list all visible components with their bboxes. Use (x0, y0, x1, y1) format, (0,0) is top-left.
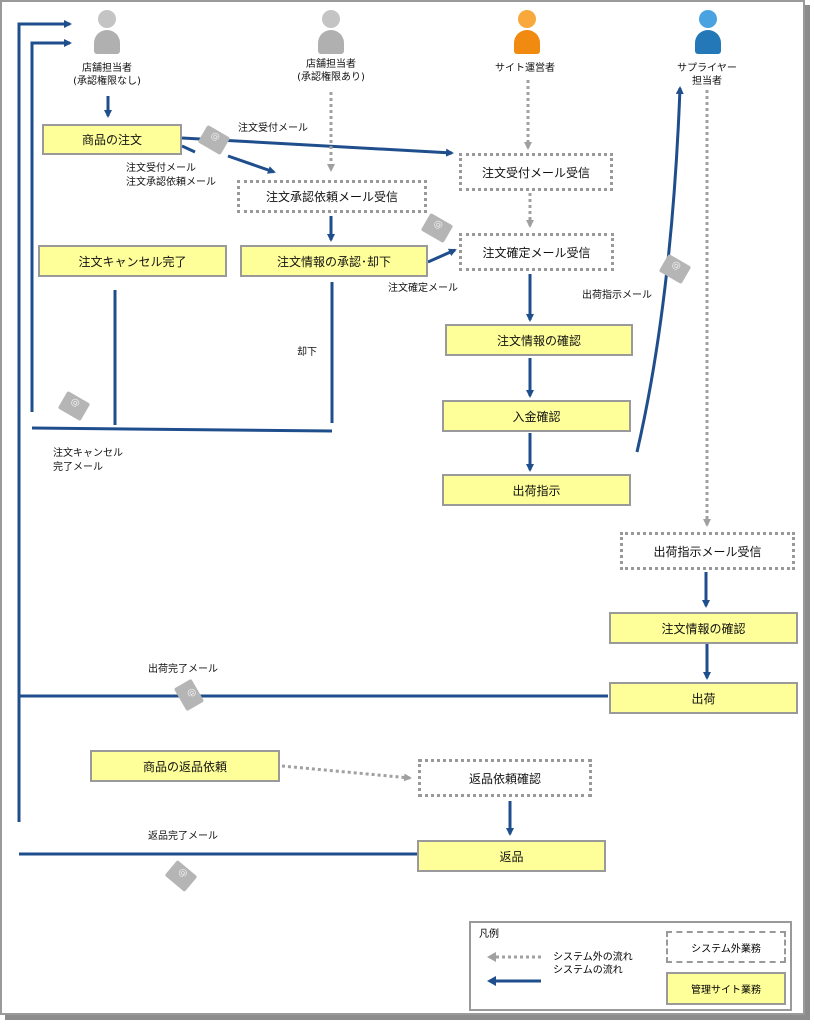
legend-arrows (487, 952, 541, 986)
flow-cancel-bottom (31, 426, 333, 433)
label-cancel-done-mail-1: 注文キャンセル (53, 448, 123, 459)
actor-line2: 担当者 (692, 76, 722, 87)
actor-line1: サイト運営者 (495, 63, 555, 74)
label-cancel-done-mail-2: 完了メール (53, 462, 103, 473)
actor-line1: サプライヤー (677, 63, 737, 74)
actor-line2: (承認権限なし) (73, 76, 141, 87)
return-line-inner (30, 39, 72, 412)
label-order-confirm-mail: 注文確定メール (388, 283, 458, 294)
legend: 凡例 システム外の流れ システムの流れ システム外業務 管理サイト業務 (469, 921, 792, 1011)
person-icon-site-operator (512, 10, 542, 56)
return-line-outer (17, 20, 72, 822)
actor-label-supplier: サプライヤー 担当者 (662, 62, 752, 88)
node-order-accept-received[interactable]: 注文受付メール受信 (459, 153, 613, 191)
ext-flow-return-request (281, 764, 412, 782)
node-ship[interactable]: 出荷 (609, 682, 798, 714)
node-return[interactable]: 返品 (417, 840, 606, 872)
legend-flow-labels: システム外の流れ システムの流れ (553, 951, 633, 977)
flow-order-to-approval-b (227, 154, 276, 174)
actor-line1: 店舗担当者 (306, 59, 356, 70)
actor-line2: (承認権限あり) (297, 72, 365, 83)
legend-system-flow-label: システムの流れ (553, 965, 623, 976)
node-check-order-info-site[interactable]: 注文情報の確認 (445, 324, 633, 356)
actor-label-store-no-approval: 店舗担当者 (承認権限なし) (62, 62, 152, 88)
label-reject: 却下 (297, 347, 317, 358)
node-approval-request-received[interactable]: 注文承認依頼メール受信 (237, 180, 427, 213)
person-icon-supplier (693, 10, 723, 56)
node-check-order-info-supplier[interactable]: 注文情報の確認 (609, 612, 798, 644)
person-icon-store-no-approval (92, 10, 122, 56)
node-order-product[interactable]: 商品の注文 (42, 124, 182, 155)
node-payment-check[interactable]: 入金確認 (442, 400, 631, 432)
label-order-accept-mail-2: 注文受付メール (126, 163, 196, 174)
actor-label-site-operator: サイト運営者 (480, 62, 570, 75)
label-order-accept-mail: 注文受付メール (238, 123, 308, 134)
flow-ship-instruction-mail (635, 86, 684, 453)
node-return-request-check[interactable]: 返品依頼確認 (418, 759, 592, 797)
legend-external-flow-label: システム外の流れ (553, 952, 633, 963)
node-approve-reject[interactable]: 注文情報の承認･却下 (240, 245, 428, 277)
node-cancel-done[interactable]: 注文キャンセル完了 (38, 245, 227, 277)
actor-label-store-approval: 店舗担当者 (承認権限あり) (286, 58, 376, 84)
legend-site-task: 管理サイト業務 (666, 972, 786, 1005)
label-ship-done-mail: 出荷完了メール (148, 664, 218, 675)
actor-line1: 店舗担当者 (82, 63, 132, 74)
legend-external-task: システム外業務 (666, 931, 786, 963)
flow-approve-to-confirm (427, 248, 457, 264)
flow-order-to-approval-a (181, 144, 196, 154)
label-return-done-mail: 返品完了メール (148, 831, 218, 842)
legend-title: 凡例 (479, 929, 499, 940)
label-ship-instruction-mail: 出荷指示メール (582, 290, 652, 301)
node-return-request[interactable]: 商品の返品依頼 (90, 750, 280, 782)
person-icon-store-approval (316, 10, 346, 56)
label-approval-request-mail: 注文承認依頼メール (126, 177, 216, 188)
node-ship-instruction[interactable]: 出荷指示 (442, 474, 631, 506)
node-order-confirm-received[interactable]: 注文確定メール受信 (459, 233, 614, 271)
node-ship-instruction-received[interactable]: 出荷指示メール受信 (620, 532, 795, 570)
